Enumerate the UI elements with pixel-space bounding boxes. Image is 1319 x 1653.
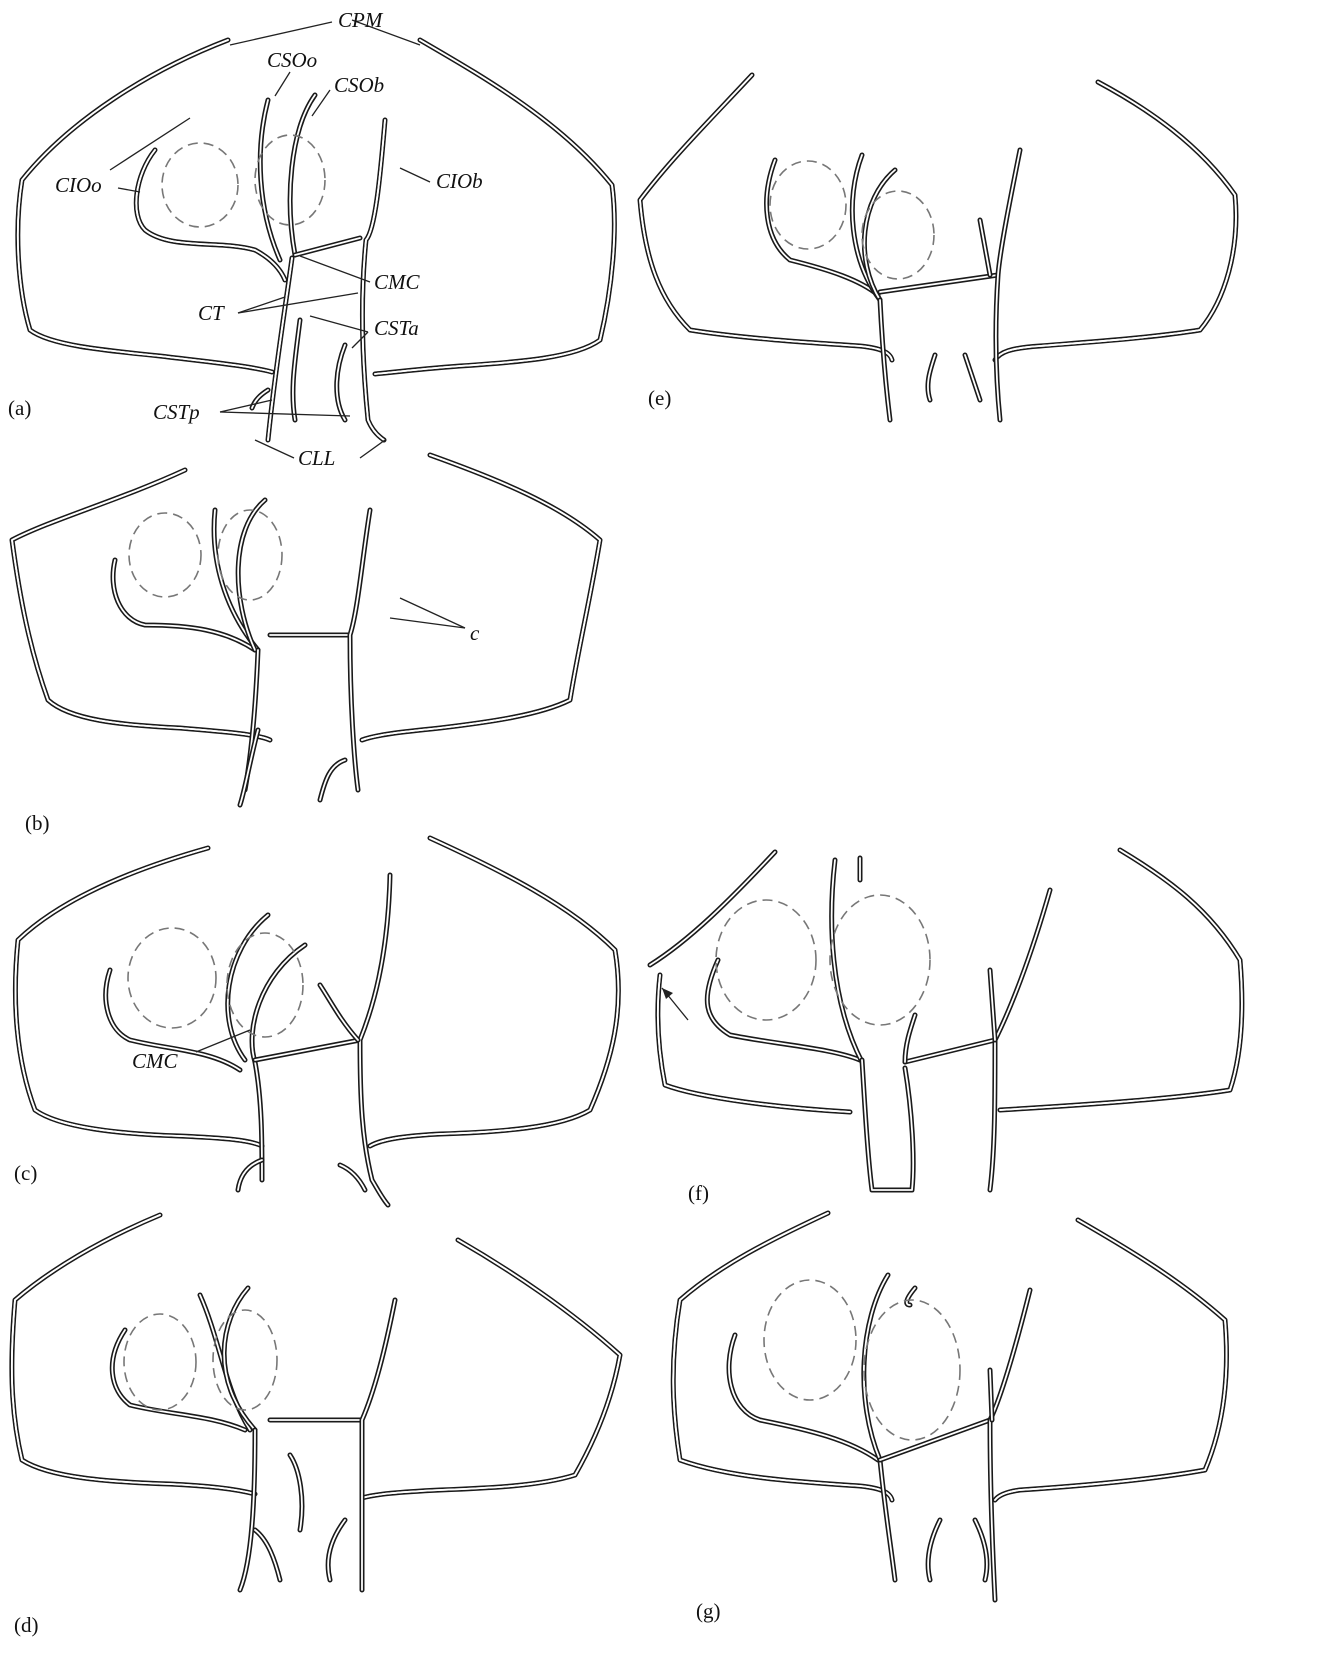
panel-g: (g)	[673, 1213, 1226, 1623]
canal-inner-line	[240, 730, 258, 805]
canal-segment	[995, 82, 1236, 360]
eye-outline-left-f	[716, 900, 816, 1020]
canal-segment	[362, 1300, 395, 1590]
panel-label-a: (a)	[8, 396, 31, 420]
canal-inner-line	[295, 238, 360, 255]
canal-inner-line	[673, 1213, 892, 1500]
canal-system-d	[12, 1215, 620, 1590]
eye-outline-left-g	[764, 1280, 856, 1400]
canal-segment	[18, 40, 272, 372]
canal-segment	[650, 852, 775, 965]
panel-a: CPM CSOo CSOb CIOo CIOb CMC CT CSTa CSTp…	[8, 8, 614, 470]
eye-outline-left-a	[162, 143, 238, 227]
canal-inner-line	[370, 838, 618, 1146]
label-cstp: CSTp	[153, 400, 200, 424]
canal-inner-line	[18, 40, 272, 372]
canal-segment	[995, 1220, 1226, 1500]
canal-inner-line	[228, 915, 268, 1060]
canal-inner-line	[995, 82, 1236, 360]
panel-b: c (b)	[12, 455, 600, 835]
panel-c: CMC (c)	[14, 838, 618, 1205]
canal-inner-line	[965, 355, 980, 400]
label-ciob: CIOb	[436, 169, 483, 193]
canal-inner-line	[880, 275, 998, 292]
label-cll: CLL	[298, 446, 335, 470]
canal-system-f	[650, 850, 1242, 1190]
canal-segment	[996, 150, 1020, 420]
canal-segment	[832, 860, 862, 1062]
label-cioo: CIOo	[55, 173, 102, 197]
canal-system-g	[673, 1213, 1226, 1600]
canal-segment	[673, 1213, 892, 1500]
label-c: c	[470, 621, 480, 645]
canal-segment	[990, 1290, 1030, 1600]
panel-f: (f)	[650, 850, 1242, 1205]
eye-outline-left-c	[128, 928, 216, 1028]
canal-inner-line	[767, 160, 878, 295]
label-cpm: CPM	[338, 8, 384, 32]
canal-inner-line	[1000, 850, 1242, 1110]
canal-inner-line	[880, 1460, 895, 1580]
canal-segment	[1000, 850, 1242, 1110]
eye-outline-left-d	[124, 1314, 196, 1410]
label-cmc: CMC	[374, 270, 421, 294]
panel-d: (d)	[12, 1215, 620, 1637]
canal-segment	[864, 170, 895, 300]
panel-label-e: (e)	[648, 386, 671, 410]
canal-segment	[113, 560, 255, 650]
canal-segment	[350, 510, 370, 790]
canal-inner-line	[990, 1290, 1030, 1600]
canal-inner-line	[362, 1300, 395, 1590]
canal-segment	[320, 760, 345, 800]
canal-inner-line	[880, 1420, 990, 1460]
panel-label-b: (b)	[25, 811, 50, 835]
eye-outline-left-e	[770, 161, 846, 249]
label-csob: CSOb	[334, 73, 384, 97]
panel-label-g: (g)	[696, 1599, 721, 1623]
canal-segment	[990, 890, 1050, 1190]
label-cmc-c: CMC	[132, 1049, 179, 1073]
canal-inner-line	[990, 890, 1050, 1190]
label-ct: CT	[198, 301, 225, 325]
panel-label-d: (d)	[14, 1613, 39, 1637]
canal-system-e	[640, 75, 1236, 420]
canal-system-c	[15, 838, 618, 1205]
canal-segment	[362, 1240, 620, 1498]
canal-inner-line	[255, 1040, 360, 1060]
panel-e: (e)	[640, 75, 1236, 420]
canal-segment	[340, 1165, 365, 1190]
canal-inner-line	[995, 1220, 1226, 1500]
canal-segment	[362, 455, 600, 740]
canal-system-b	[12, 455, 600, 805]
canal-segment	[729, 1335, 878, 1460]
canal-segment	[252, 390, 268, 408]
canal-inner-line	[15, 848, 262, 1146]
canal-inner-line	[905, 1040, 995, 1062]
eye-outline-right-g	[864, 1300, 960, 1440]
panel-label-f: (f)	[688, 1181, 709, 1205]
canal-segment	[255, 1530, 280, 1580]
canal-segment	[360, 875, 390, 1205]
canal-segment	[238, 1160, 262, 1190]
panel-label-c: (c)	[14, 1161, 37, 1185]
canal-inner-line	[729, 1335, 878, 1460]
arrow-head-icon	[662, 988, 673, 999]
canal-segment	[370, 838, 618, 1146]
canal-inner-line	[252, 945, 305, 1062]
canal-inner-line	[980, 220, 990, 275]
label-csta: CSTa	[374, 316, 419, 340]
canal-inner-line	[362, 455, 600, 740]
eye-outline-right-f	[830, 895, 930, 1025]
canal-segment	[864, 1275, 888, 1460]
canal-segment	[15, 848, 262, 1146]
label-csoo: CSOo	[267, 48, 317, 72]
eye-outline-left-b	[129, 513, 201, 597]
canal-system-a	[18, 40, 615, 440]
canal-segment	[767, 160, 878, 295]
